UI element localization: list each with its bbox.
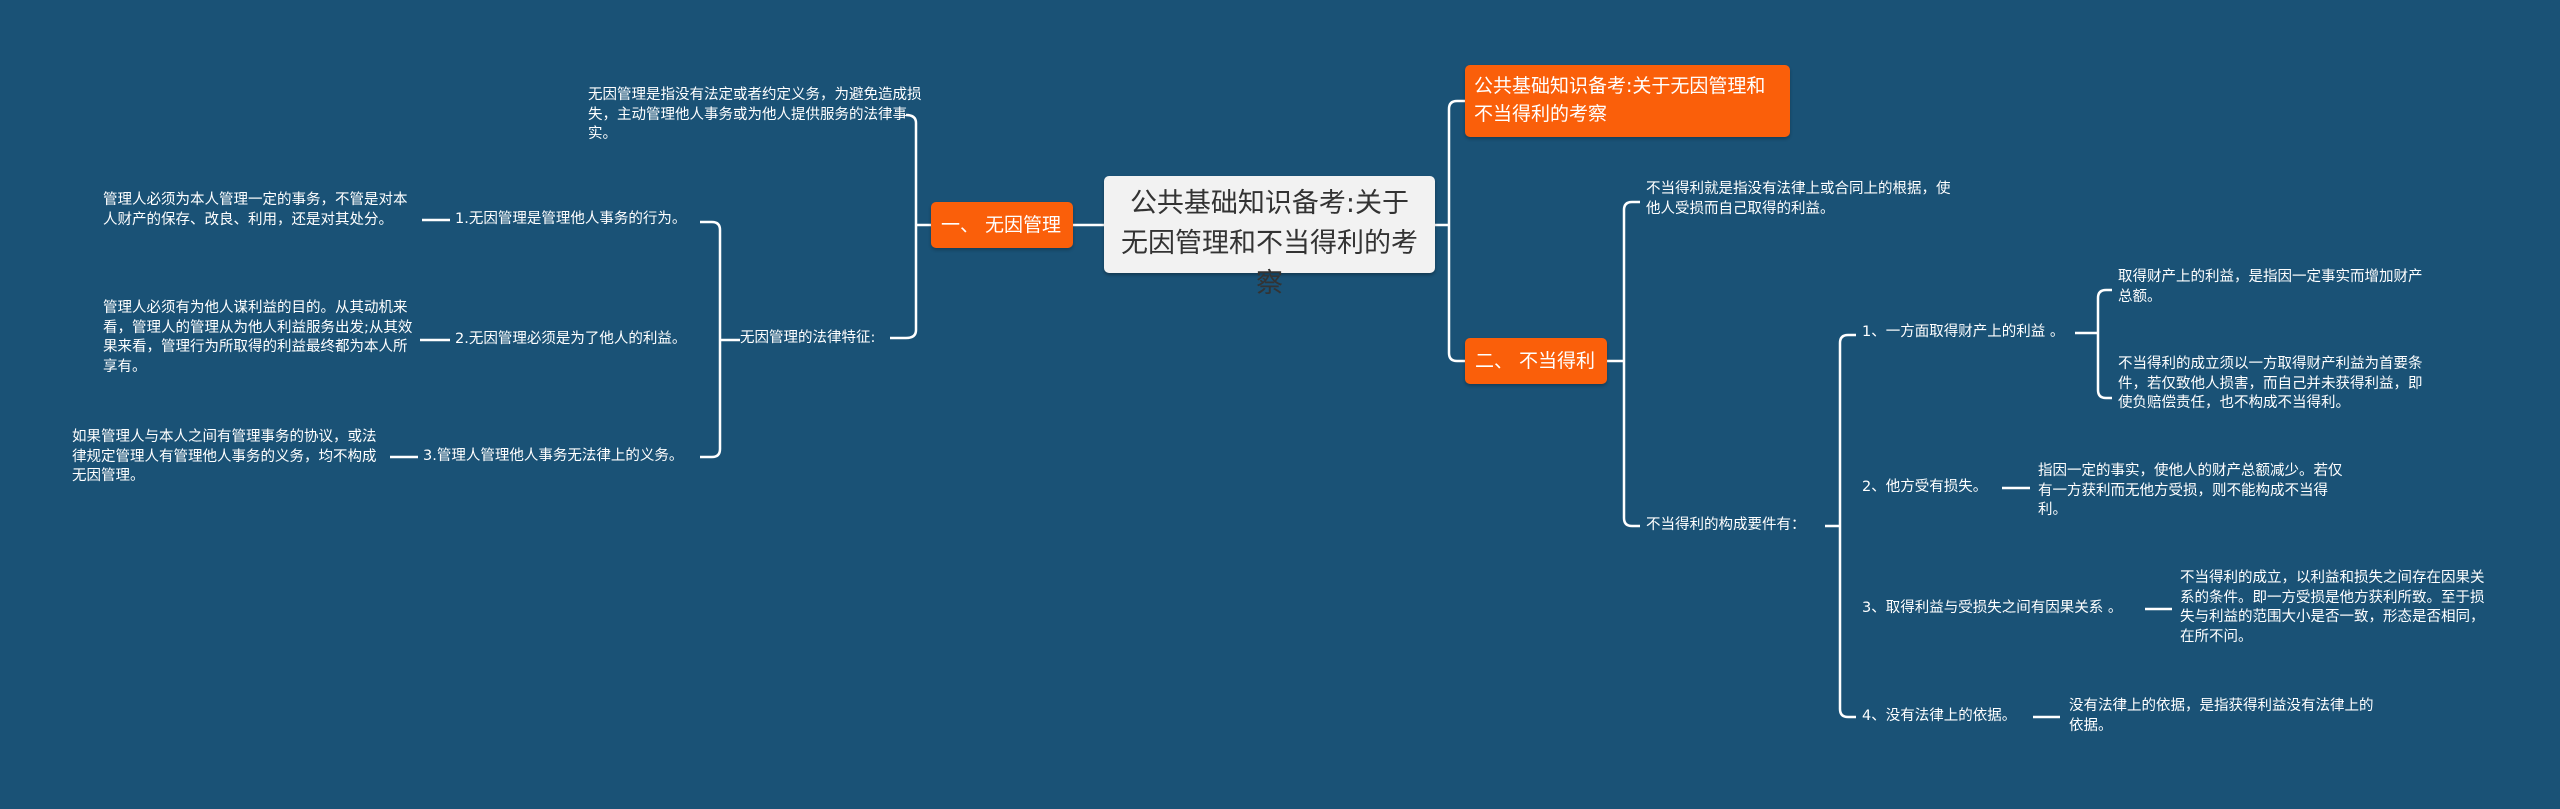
- link-elements: [1825, 333, 1856, 719]
- feature-2[interactable]: 2.无因管理必须是为了他人的利益。: [455, 331, 687, 347]
- unjust-definition[interactable]: 不当得利就是指没有法律上或合同上的根据，使他人受损而自己取得的利益。: [1646, 181, 1951, 217]
- element-1-detail-2[interactable]: 不当得利的成立须以一方取得财产利益为首要条件，若仅致他人损害，而自己并未获得利益…: [2118, 356, 2423, 411]
- feature-3[interactable]: 3.管理人管理他人事务无法律上的义务。: [423, 448, 684, 464]
- elements-label[interactable]: 不当得利的构成要件有：: [1646, 517, 1806, 533]
- branch-unjust-enrichment[interactable]: 二、 不当得利: [1465, 338, 1607, 384]
- title-node[interactable]: 公共基础知识备考:关于无因管理和不当得利的考察: [1465, 65, 1790, 137]
- element-1[interactable]: 1、一方面取得财产上的利益 。: [1862, 324, 2065, 340]
- feature-1-detail[interactable]: 管理人必须为本人管理一定的事务，不管是对本人财产的保存、改良、利用，还是对其处分…: [103, 192, 408, 228]
- link-features: [700, 220, 740, 459]
- element-2-detail[interactable]: 指因一定的事实，使他人的财产总额减少。若仅有一方获利而无他方受损，则不能构成不当…: [2038, 463, 2343, 518]
- element-4[interactable]: 4、没有法律上的依据。: [1862, 708, 2017, 724]
- feature-1[interactable]: 1.无因管理是管理他人事务的行为。: [455, 211, 687, 227]
- element-1-detail-1[interactable]: 取得财产上的利益，是指因一定事实而增加财产总额。: [2118, 269, 2423, 305]
- element-4-detail[interactable]: 没有法律上的依据，是指获得利益没有法律上的依据。: [2069, 698, 2374, 734]
- branch-negotiorum-gestio[interactable]: 一、 无因管理: [931, 202, 1073, 248]
- negotiorum-definition[interactable]: 无因管理是指没有法定或者约定义务，为避免造成损失，主动管理他人事务或为他人提供服…: [588, 87, 922, 142]
- feature-3-detail[interactable]: 如果管理人与本人之间有管理事务的协议，或法律规定管理人有管理他人事务的义务，均不…: [72, 429, 377, 484]
- element-3[interactable]: 3、取得利益与受损失之间有因果关系 。: [1862, 600, 2123, 616]
- link-right-branch: [1607, 200, 1640, 528]
- features-label[interactable]: 无因管理的法律特征:: [740, 330, 876, 346]
- feature-2-detail[interactable]: 管理人必须有为他人谋利益的目的。从其动机来看，管理人的管理从为他人利益服务出发;…: [103, 300, 413, 375]
- link-left-branch: [890, 113, 931, 340]
- central-topic[interactable]: 公共基础知识备考:关于无因管理和不当得利的考察: [1104, 176, 1435, 299]
- element-2[interactable]: 2、他方受有损失。: [1862, 479, 1988, 495]
- element-3-detail[interactable]: 不当得利的成立，以利益和损失之间存在因果关系的条件。即一方受损是他方获利所致。至…: [2180, 570, 2485, 645]
- link-element-1: [2075, 288, 2112, 400]
- link-center-right: [1435, 99, 1465, 363]
